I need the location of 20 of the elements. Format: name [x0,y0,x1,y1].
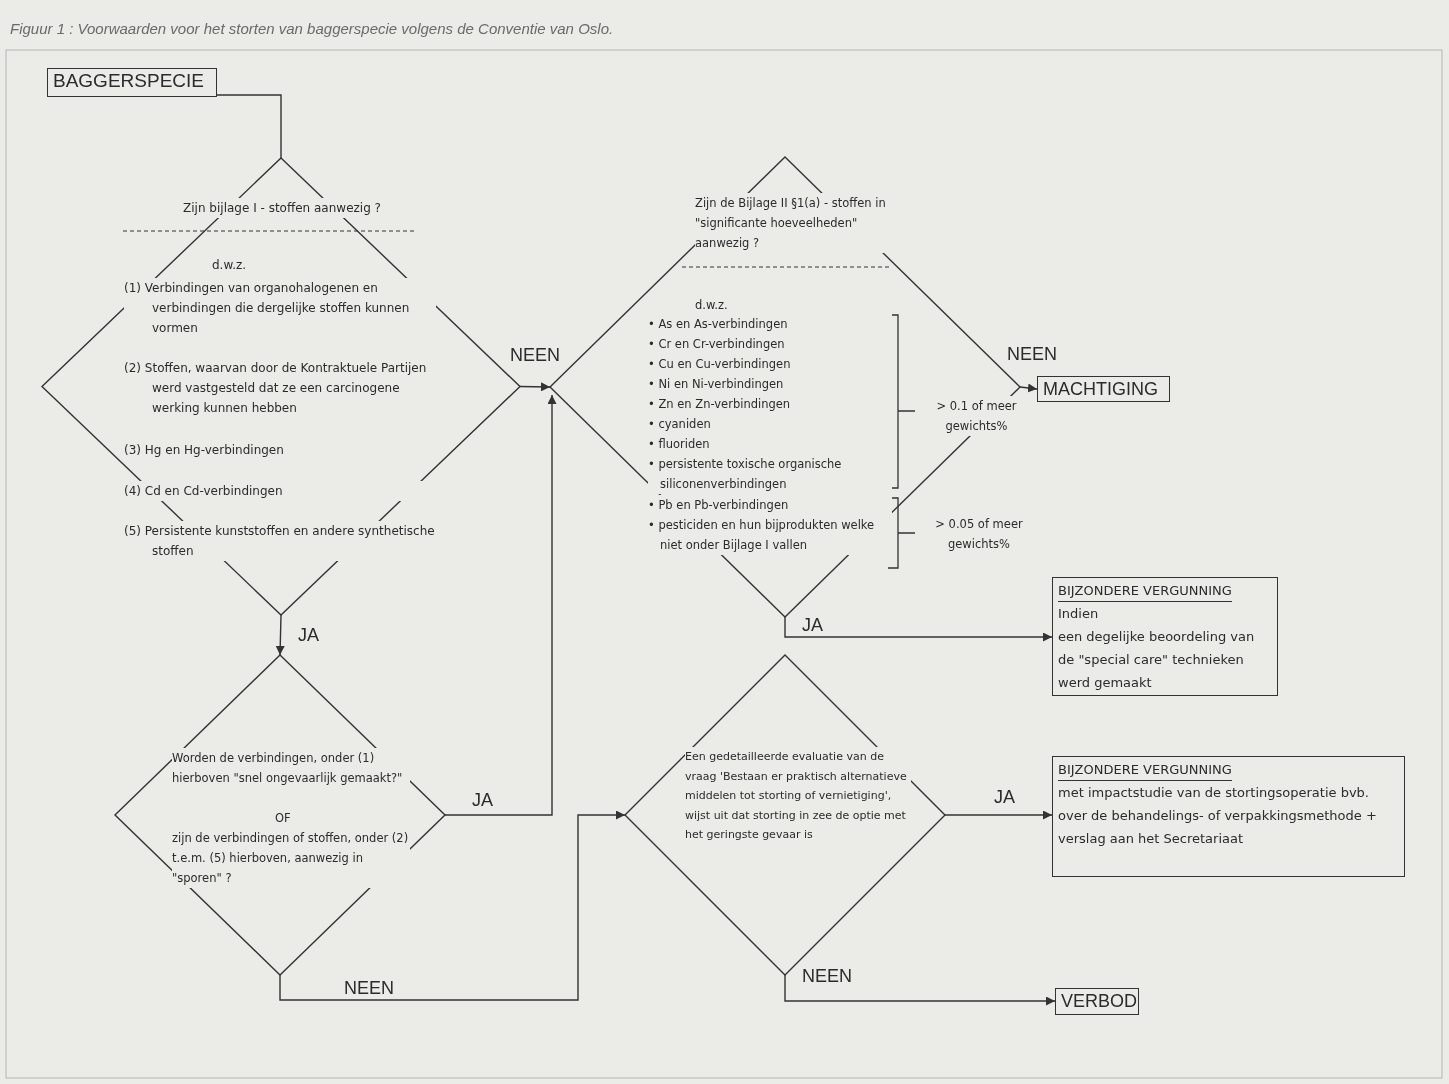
outcome-box [1055,988,1139,1015]
outcome-box [1052,577,1278,696]
connector-arrow [1019,383,1038,393]
list-item: (5) Persistente kunststoffen en andere synthetische stoffen [124,521,436,561]
connector-arrow [279,810,626,1001]
outcome-box [47,68,217,97]
list-item: • As en As-verbindingen [648,314,892,334]
connector-arrow [275,614,285,656]
connector-arrow [444,394,557,816]
connector-arrow [784,974,1056,1006]
question-text: Worden de verbindingen, onder (1) hierboven "snel ongevaarlijk gemaakt?" [172,748,410,788]
connector-arrow [944,810,1053,820]
decision-diamond [115,655,445,975]
list-item: • pesticiden en hun bijprodukten welke niet onder Bijlage I vallen [648,515,892,555]
connector-arrow [784,616,1053,642]
figure-caption: Figuur 1 : Voorwaarden voor het storten van baggerspecie volgens de Conventie van Oslo. [10,20,614,37]
list-item: • Pb en Pb-verbindingen [648,495,892,515]
outcome-box [1052,756,1405,877]
outcome-box [1037,376,1170,402]
connector-arrow [519,382,551,392]
